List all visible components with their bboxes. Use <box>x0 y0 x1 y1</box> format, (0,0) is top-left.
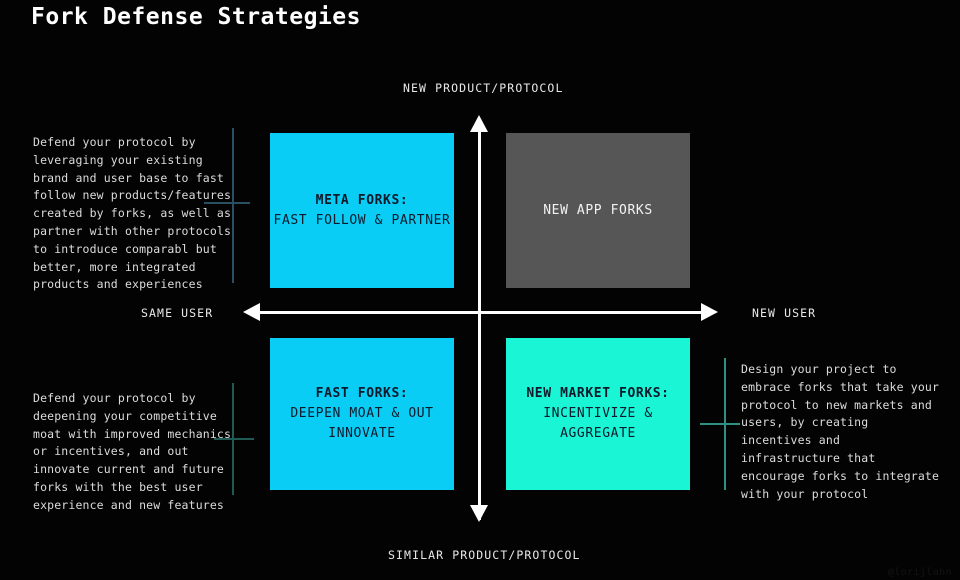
arrow-up-icon <box>470 115 488 132</box>
watermark: @lorijlahn <box>887 567 952 578</box>
connector-tick-fast-forks <box>214 438 254 440</box>
quadrant-meta-forks[interactable]: META FORKS: FAST FOLLOW & PARTNER <box>270 133 454 288</box>
annotation-new-market-forks: Design your project to embrace forks tha… <box>741 362 940 501</box>
annotation-fast-forks: Defend your protocol by deepening your c… <box>33 391 232 512</box>
arrow-left-icon <box>243 303 260 321</box>
quadrant-subtitle: INCENTIVIZE & AGGREGATE <box>543 406 653 441</box>
quadrant-fast-forks[interactable]: FAST FORKS: DEEPEN MOAT & OUT INNOVATE <box>270 338 454 490</box>
quadrant-heading: META FORKS: <box>315 192 409 208</box>
quadrant-heading: NEW MARKET FORKS: <box>526 386 670 401</box>
vertical-axis <box>478 131 481 520</box>
axis-label-top: NEW PRODUCT/PROTOCOL <box>403 81 564 95</box>
quadrant-subtitle: DEEPEN MOAT & OUT INNOVATE <box>290 406 434 441</box>
page-title: Fork Defense Strategies <box>31 4 361 30</box>
quadrant-heading: NEW APP FORKS <box>543 202 653 218</box>
quadrant-new-market-forks[interactable]: NEW MARKET FORKS: INCENTIVIZE & AGGREGAT… <box>506 338 690 490</box>
connector-line-meta-forks <box>232 128 234 283</box>
axis-label-bottom: SIMILAR PRODUCT/PROTOCOL <box>388 548 581 562</box>
arrow-right-icon <box>701 303 718 321</box>
connector-tick-meta-forks <box>204 202 250 204</box>
quadrant-subtitle: FAST FOLLOW & PARTNER <box>273 212 451 228</box>
annotation-meta-forks: Defend your protocol by leveraging your … <box>33 135 232 292</box>
arrow-down-icon <box>470 505 488 522</box>
horizontal-axis <box>250 311 710 314</box>
quadrant-new-app-forks[interactable]: NEW APP FORKS <box>506 133 690 288</box>
axis-label-right: NEW USER <box>752 306 817 320</box>
axis-label-left: SAME USER <box>141 306 214 320</box>
quadrant-heading: FAST FORKS: <box>315 386 409 401</box>
connector-tick-new-market-forks <box>700 423 740 425</box>
